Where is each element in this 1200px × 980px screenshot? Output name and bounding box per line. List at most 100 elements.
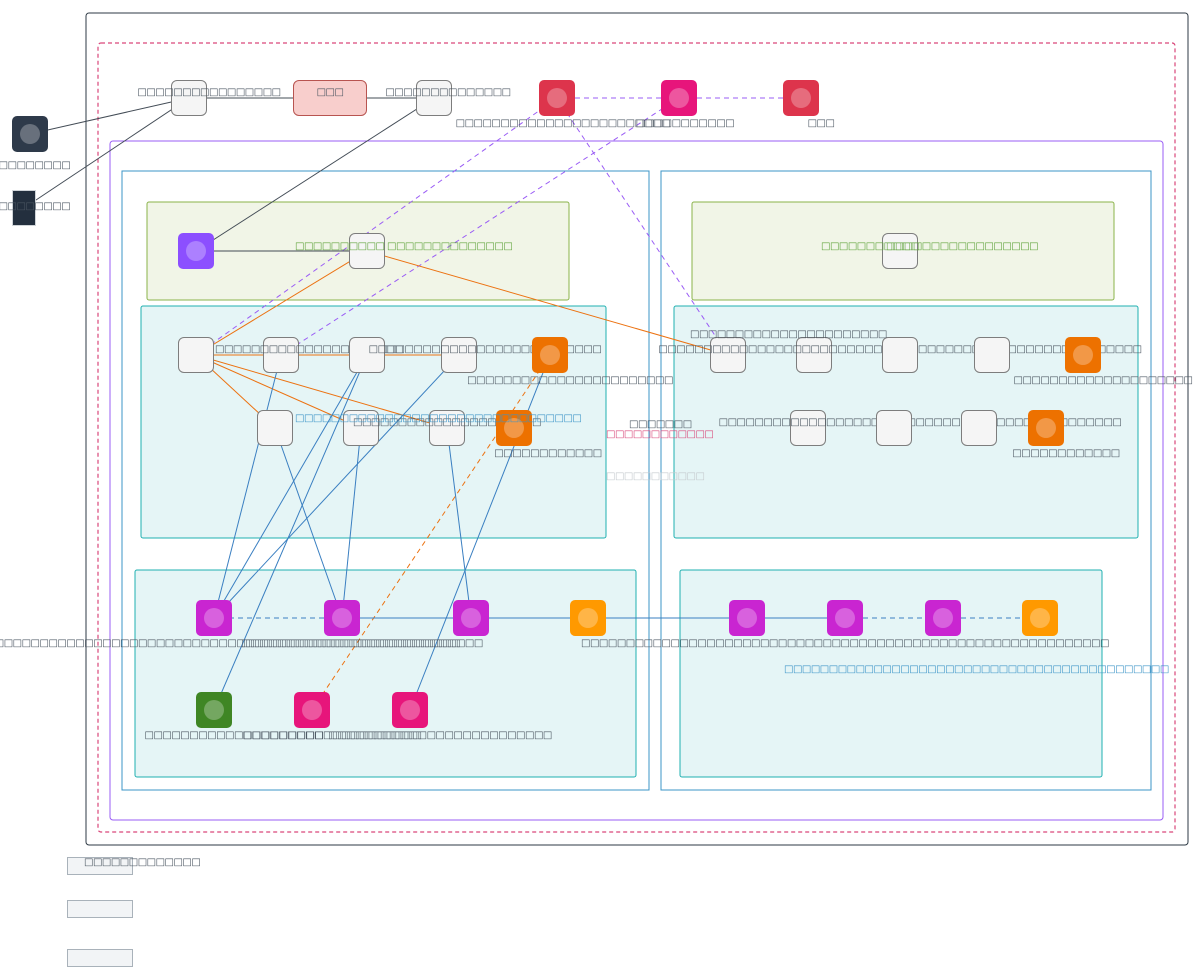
legend-swatch-2: [67, 900, 133, 918]
edge-lg1-t3: [195, 97, 435, 252]
user-node-ext1[interactable]: [12, 116, 48, 152]
edge-b2-c2: [339, 427, 362, 619]
storage-icon: [1030, 608, 1050, 628]
node-label-t5: □□□□□□□□□□□: [635, 118, 735, 129]
left-bottom-group: [134, 569, 637, 778]
service-node-r2[interactable]: [796, 337, 832, 373]
right-green-label-left: □□□□□□□□□□□: [821, 241, 920, 252]
compute-node-a5[interactable]: [532, 337, 568, 373]
storage-icon: [578, 608, 598, 628]
service-node-t2[interactable]: [293, 80, 367, 116]
region-frame: [97, 42, 1176, 833]
compute-node-r5[interactable]: [1065, 337, 1101, 373]
edge-c1-a2: [213, 354, 283, 619]
service-node-r4[interactable]: [974, 337, 1010, 373]
service-node-a4[interactable]: [441, 337, 477, 373]
device-node-ext2[interactable]: [12, 190, 36, 226]
storage-node-d1[interactable]: [196, 692, 232, 728]
security-node-t6[interactable]: [783, 80, 819, 116]
integration-icon: [400, 700, 420, 720]
service-node-t3[interactable]: [416, 80, 452, 116]
edge-a1-b3: [195, 354, 448, 430]
service-node-a3[interactable]: [349, 337, 385, 373]
storage-node-c4[interactable]: [570, 600, 606, 636]
compute-icon: [504, 418, 524, 438]
left-green-label-right: □□□□□□□□□□□□□□: [387, 241, 513, 252]
security-icon: [791, 88, 811, 108]
database-node-e1[interactable]: [729, 600, 765, 636]
network-icon: [186, 241, 206, 261]
integration-icon: [302, 700, 322, 720]
legend-label-1: □□□□□□□□□□□□□: [84, 857, 201, 868]
right-green-label-right: □□□□□□□□□□□□□□□□□: [886, 241, 1039, 252]
database-icon: [204, 608, 224, 628]
database-node-e2[interactable]: [827, 600, 863, 636]
node-label-t1: □□□□□□□□□□□□□□□□: [137, 87, 281, 98]
database-icon: [835, 608, 855, 628]
database-icon: [933, 608, 953, 628]
service-node-r3[interactable]: [882, 337, 918, 373]
edge-b3-c3: [446, 427, 474, 619]
node-label-b4: □□□□□□□□□□□□: [494, 448, 602, 459]
edge-t4-r1: [556, 97, 729, 356]
node-label-t6: □□□: [807, 118, 835, 129]
service-node-lg2[interactable]: [349, 233, 385, 269]
compute-icon: [540, 345, 560, 365]
database-node-e3[interactable]: [925, 600, 961, 636]
user-icon: [20, 124, 40, 144]
node-label-b3: □□□□□□□□□□□□□□□□□□□□□: [353, 417, 541, 428]
integration-node-d3[interactable]: [392, 692, 428, 728]
node-label-r5: □□□□□□□□□□□□□□□□□□□□: [1013, 375, 1193, 386]
node-label-d3: □□□□□□□□□□□□□□□□□□□□□□□□□: [328, 730, 552, 741]
database-icon: [332, 608, 352, 628]
database-icon: [737, 608, 757, 628]
service-node-s3[interactable]: [961, 410, 997, 446]
service-node-b3[interactable]: [429, 410, 465, 446]
right-teal-label: □□□□□□□□□□□□□□□□□□□□□□: [690, 329, 887, 340]
database-node-c3[interactable]: [453, 600, 489, 636]
service-node-s1[interactable]: [790, 410, 826, 446]
node-label-d1: □□□□□□□□□□□□□□□□□□□□: [144, 730, 324, 741]
edge-t5-a2: [280, 97, 680, 356]
compute-node-s4[interactable]: [1028, 410, 1064, 446]
gap-label-dark: □□□□□□□: [629, 419, 692, 430]
edge-c1-a3: [213, 354, 368, 619]
edge-c1-a4: [213, 354, 460, 619]
service-node-b2[interactable]: [343, 410, 379, 446]
security-node-t4[interactable]: [539, 80, 575, 116]
service-node-a1[interactable]: [178, 337, 214, 373]
compute-node-b4[interactable]: [496, 410, 532, 446]
node-label-d2: □□□□□□□□□□□□□□□□□□□□: [242, 730, 422, 741]
left-subnet-column: [121, 170, 650, 791]
service-node-t1[interactable]: [171, 80, 207, 116]
storage-node-e4[interactable]: [1022, 600, 1058, 636]
management-node-t5[interactable]: [661, 80, 697, 116]
legend-swatch-1: [67, 857, 133, 875]
right-bottom-label: □□□□□□□□□□□□□□□□□□□□□□□□□□□□□□□□□□□□□□□□…: [784, 664, 1169, 675]
service-node-rg1[interactable]: [882, 233, 918, 269]
edge-a1-b2: [195, 354, 362, 429]
node-label-ext2: □□□□□□□□□□□□□: [0, 201, 71, 212]
edge-t4-a1: [195, 97, 558, 356]
database-node-c1[interactable]: [196, 600, 232, 636]
node-label-t4: □□□□□□□□□□□□□□□□□□□□□□□□: [455, 118, 671, 129]
edge-a3-d1: [213, 354, 368, 711]
service-node-a2[interactable]: [263, 337, 299, 373]
edge-lg2-r1: [366, 250, 729, 357]
service-node-s2[interactable]: [876, 410, 912, 446]
service-node-r1[interactable]: [710, 337, 746, 373]
edge-lg2-a1: [195, 250, 368, 356]
node-label-e2: □□□□□□□□□□□□□□□□□□□□□□□□□□□□□□□□□□□□□□□□…: [581, 638, 1109, 649]
service-node-b1[interactable]: [257, 410, 293, 446]
edges: [23, 94, 1041, 711]
node-label-s1: □□□□□□□□□□□□□□□□□□□□□□□□□□□□□□□□□□□□□□□□…: [718, 417, 1122, 428]
database-node-c2[interactable]: [324, 600, 360, 636]
node-label-a4: □□□□□□□□□□□□□□□□□□□□□□□□□□: [368, 344, 602, 355]
right-bottom-group: [679, 569, 1103, 778]
network-node-lg1[interactable]: [178, 233, 214, 269]
legend-swatch-3: [67, 949, 133, 967]
gap-label-pink: □□□□□□□□□□□□: [606, 429, 714, 440]
database-icon: [461, 608, 481, 628]
integration-node-d2[interactable]: [294, 692, 330, 728]
